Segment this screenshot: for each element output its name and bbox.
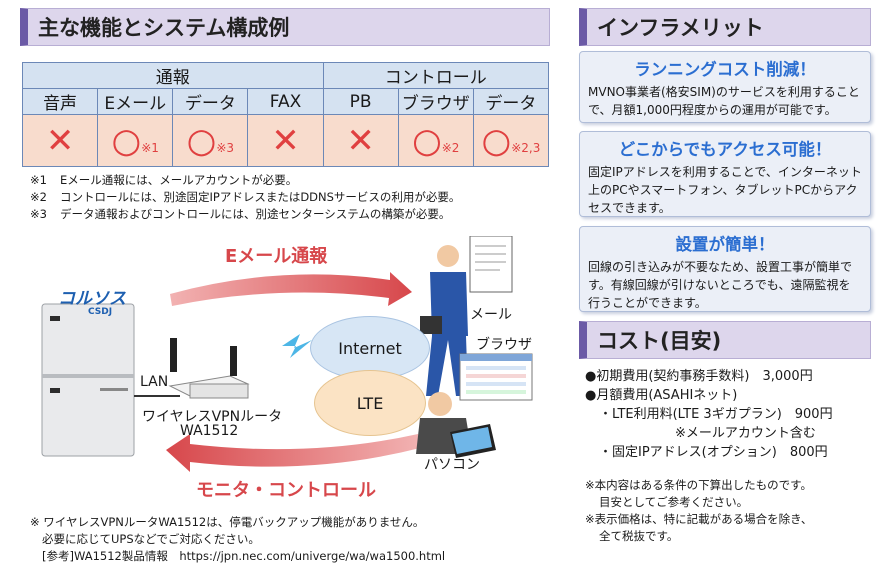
product-link[interactable]: https://jpn.nec.com/univerge/wa/wa1500.h… [179, 549, 446, 563]
pc-user-figure [416, 392, 496, 458]
merit-title: ランニングコスト削減！ [634, 60, 816, 79]
browser-label: ブラウザ [476, 337, 532, 353]
col-header: データ [472, 88, 550, 115]
cost-ip: ・固定IPアドレス(オプション) 800円 [599, 445, 828, 460]
function-table: 通報 コントロール 音声 Eメール データ FAX PB ブラウザ データ ✕ … [21, 62, 550, 167]
cost-note: ※本内容はある条件の下算出したものです。 目安としてご参考ください。 ※表示価格… [585, 478, 813, 543]
col-header: 音声 [21, 88, 99, 115]
col-header: ブラウザ [397, 88, 474, 115]
lte-cloud: LTE [314, 370, 426, 436]
monitor-control-label: モニタ・コントロール [196, 480, 376, 501]
wireless-bolt-icon [282, 334, 312, 358]
email-notify-label: Eメール通報 [225, 246, 328, 267]
group-control: コントロール [322, 62, 550, 89]
merit-title: どこからでもアクセス可能！ [618, 140, 832, 159]
lan-label: LAN [140, 374, 169, 390]
email-arrow [170, 272, 412, 306]
table-cell: ○※2 [397, 114, 474, 167]
group-notify: 通報 [22, 62, 324, 89]
merit-body: MVNO事業者(格安SIM)のサービスを利用することで、月額1,000円程度から… [588, 85, 860, 117]
merit-body: 固定IPアドレスを利用することで、インターネット上のPCやスマートフォン、タブレ… [588, 165, 862, 215]
router-device [168, 338, 250, 399]
circle-mark: ○ [111, 120, 142, 161]
device-sub: CSDJ [88, 307, 113, 317]
table-cell: ○※1 [97, 114, 174, 167]
table-cell: ✕ [247, 114, 324, 167]
router-label: ワイヤレスVPNルータ [142, 409, 283, 425]
merit-card-cost: ランニングコスト削減！ MVNO事業者(格安SIM)のサービスを利用することで、… [579, 51, 871, 123]
col-header: データ [172, 88, 249, 115]
browser-screen [459, 353, 533, 401]
table-cell: ○※2,3 [472, 114, 550, 167]
csdj-device [41, 303, 135, 457]
system-diagram: Eメール通報 モニタ・コントロール コルソス CSDJ LAN ワイヤレスVPN… [20, 236, 560, 516]
merit-body: 回線の引き込みが不要なため、設置工事が簡単です。有線回線が引けないところでも、遠… [588, 260, 853, 310]
mail-label: メール [470, 307, 512, 323]
device-logo: コルソス [58, 289, 126, 309]
merit-card-install: 設置が簡単！ 回線の引き込みが不要なため、設置工事が簡単です。有線回線が引けない… [579, 226, 871, 312]
cost-monthly: ●月額費用(ASAHIネット) [585, 388, 738, 403]
diagram-graphics [41, 236, 533, 472]
cost-lte-note: ※メールアカウント含む [675, 426, 816, 441]
router-model: WA1512 [180, 423, 239, 439]
circle-mark: ○ [412, 120, 442, 161]
merit-card-access: どこからでもアクセス可能！ 固定IPアドレスを利用することで、インターネット上の… [579, 131, 871, 217]
main-heading: 主な機能とシステム構成例 [20, 8, 550, 46]
infra-heading: インフラメリット [579, 8, 871, 46]
col-header: PB [322, 88, 399, 115]
monitor-arrow [166, 434, 420, 472]
table-cell: ○※3 [172, 114, 249, 167]
router-note: ※ ワイヤレスVPNルータWA1512は、停電バックアップ機能がありません。 必… [30, 515, 446, 563]
cost-lte: ・LTE利用料(LTE 3ギガプラン) 900円 [599, 407, 833, 422]
cross-mark: ✕ [346, 120, 375, 161]
table-cell: ✕ [322, 114, 399, 167]
pc-label: パソコン [424, 457, 480, 473]
col-header: FAX [247, 88, 324, 115]
merit-title: 設置が簡単！ [675, 235, 775, 254]
cost-heading: コスト(目安) [579, 321, 871, 359]
businessman-figure [420, 236, 513, 396]
col-header: Eメール [97, 88, 174, 115]
circle-mark: ○ [186, 120, 217, 161]
circle-mark: ○ [481, 120, 512, 161]
cross-mark: ✕ [45, 120, 75, 161]
cost-initial: ●初期費用(契約事務手数料) 3,000円 [585, 369, 813, 384]
table-cell: ✕ [21, 114, 99, 167]
cross-mark: ✕ [271, 120, 300, 161]
cost-list: ●初期費用(契約事務手数料) 3,000円 ●月額費用(ASAHIネット) ・L… [585, 367, 833, 462]
